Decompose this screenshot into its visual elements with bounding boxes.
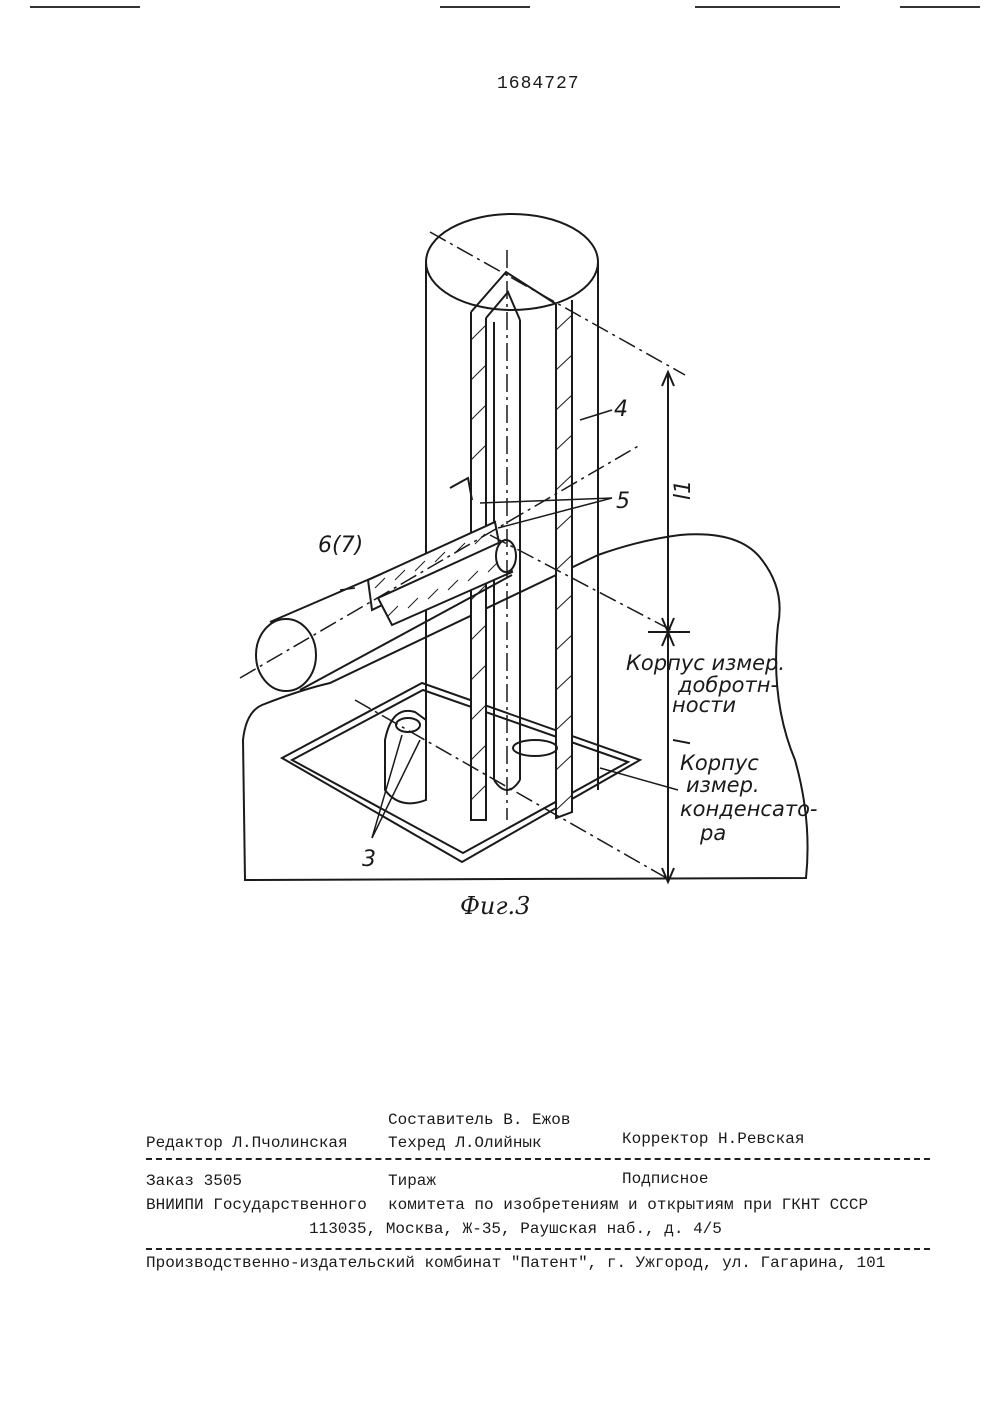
figure-caption: Фиг.3 [460,892,530,920]
label-c-line3: конденсато- [680,797,818,821]
imprint-corrector: Корректор Н.Ревская [622,1130,804,1148]
cylinder-top [426,214,598,310]
coax-end [256,619,316,691]
callout-5: 5 [616,489,630,514]
callout-3: 3 [362,847,376,872]
label-c-line1: Корпус [680,751,759,775]
imprint-subscription: Подписное [622,1170,708,1188]
imprint-techred: Техред Л.Олийнык [388,1134,542,1152]
imprint-vniipi-right: комитета по изобретениям и открытиям при… [388,1196,868,1214]
callout-4: 4 [614,397,628,422]
base-plate [282,683,640,862]
label-q-line1: Корпус измер. [626,651,785,675]
label-q-line3: ности [672,693,736,717]
label-c-line2: измер. [686,773,760,797]
imprint-editor: Редактор Л.Пчолинская [146,1134,348,1152]
imprint-rule-2 [146,1248,930,1250]
imprint-rule-1 [146,1158,930,1160]
patent-figure-drawing: 4 5 6(7) 3 l1 l Корпус измер. добротн- н… [0,0,1000,1000]
imprint-order: Заказ 3505 [146,1172,242,1190]
imprint-vniipi-left: ВНИИПИ Государственного [146,1196,367,1214]
imprint-address: 113035, Москва, Ж-35, Раушская наб., д. … [309,1220,722,1238]
dim-l1: l1 [671,480,696,500]
callout-6: 6(7) [318,533,363,558]
imprint-circulation: Тираж [388,1172,436,1190]
dim-l: l [671,739,696,745]
label-c-line4: ра [699,821,726,845]
wall-right [556,300,572,818]
imprint-publisher: Производственно-издательский комбинат "П… [146,1254,885,1272]
imprint-compiler: Составитель В. Ежов [388,1111,570,1129]
